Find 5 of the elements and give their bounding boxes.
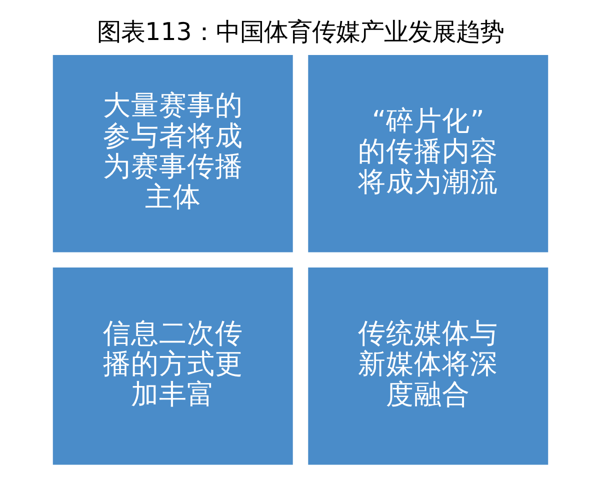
node-box: 大量赛事的参与者将成为赛事传播主体: [50, 54, 294, 254]
node-box: 信息二次传播的方式更加丰富: [50, 266, 294, 466]
diagram-title: 图表113：中国体育传媒产业发展趋势: [96, 17, 504, 46]
node-box: 传统媒体与新媒体将深度融合: [306, 266, 550, 466]
node-box: “碎片化”的传播内容将成为潮流: [306, 54, 550, 254]
